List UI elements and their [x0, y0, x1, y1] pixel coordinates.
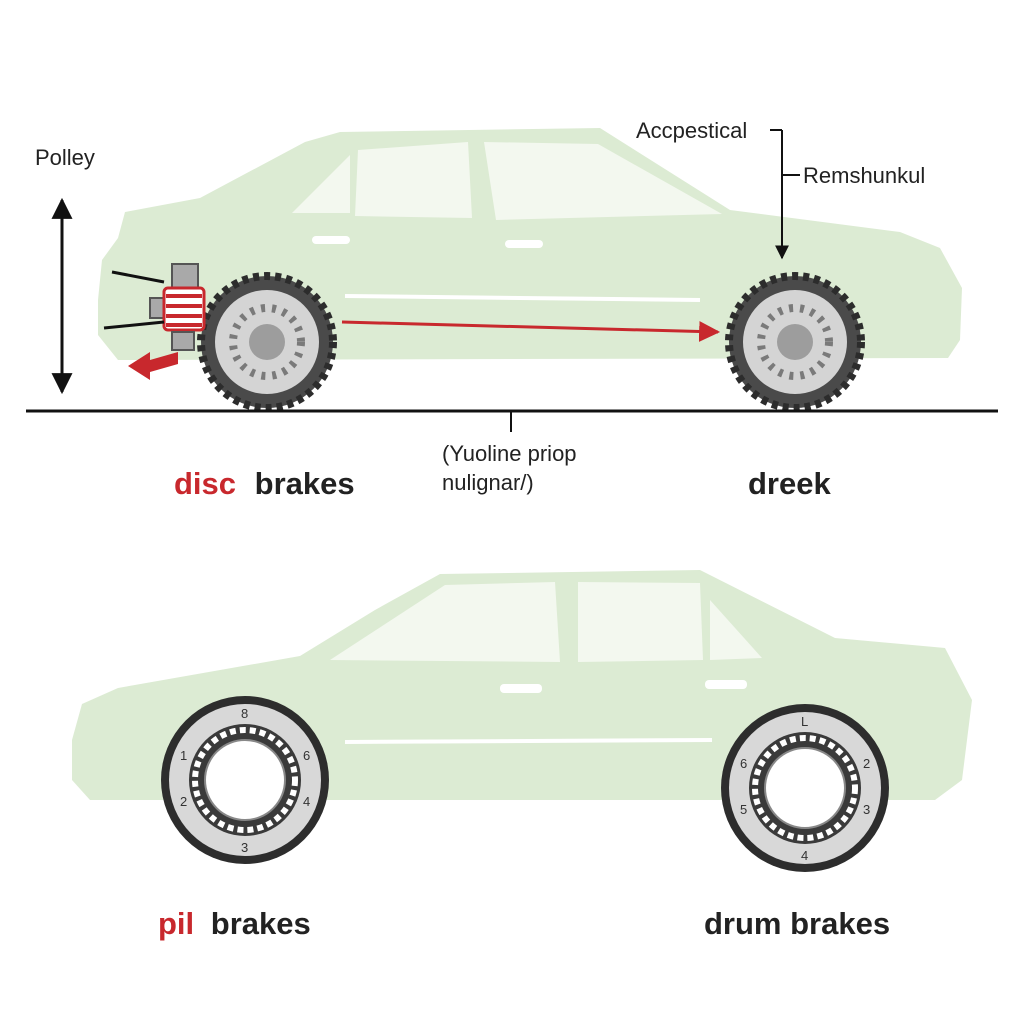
disc-caliper	[103, 263, 206, 351]
bottom-car-body-line	[344, 738, 713, 744]
top-car-window-front	[292, 155, 350, 213]
top-car-door-handle-2	[505, 240, 543, 248]
caption-pil-brakes: pil brakes	[158, 906, 311, 941]
right-drum-number-1: L	[801, 714, 808, 729]
right-drum-number-5: 5	[740, 802, 747, 817]
top-car	[98, 128, 962, 412]
label-accpestical: Accpestical	[636, 118, 747, 143]
bottom-car: 8 6 4 3 2 1 L 2 3 4 5 6	[72, 570, 972, 872]
middle-note-line1: (Yuoline priop	[442, 441, 577, 466]
caption-dreek: dreek	[748, 466, 831, 501]
caption-disc-brakes: disc brakes	[174, 466, 355, 501]
bottom-car-door-handle-2	[705, 680, 747, 689]
caption-disc-rest: brakes	[255, 466, 355, 501]
right-drum-number-3: 3	[863, 802, 870, 817]
caliper-arrow-icon	[128, 352, 178, 380]
bottom-car-window-front	[330, 582, 560, 662]
right-drum-number-2: 2	[863, 756, 870, 771]
bottom-car-door-handle-1	[500, 684, 542, 693]
left-drum-number-1: 8	[241, 706, 248, 721]
left-drum-number-2: 6	[303, 748, 310, 763]
bottom-car-window-middle	[578, 582, 703, 662]
top-car-door-handle-1	[312, 236, 350, 244]
label-remshunkul: Remshunkul	[803, 163, 925, 188]
right-drum-number-6: 6	[740, 756, 747, 771]
caption-drum-brakes: drum brakes	[704, 906, 890, 941]
caption-pil-rest: brakes	[211, 906, 311, 941]
bottom-left-wheel: 8 6 4 3 2 1	[161, 696, 329, 864]
label-polley: Polley	[35, 145, 95, 170]
middle-note-line2: nulignar/)	[442, 470, 534, 495]
top-car-window-middle	[355, 142, 472, 218]
bottom-right-wheel: L 2 3 4 5 6	[721, 704, 889, 872]
left-drum-number-5: 2	[180, 794, 187, 809]
annotation-bracket	[770, 129, 800, 260]
top-car-body-line	[344, 294, 701, 302]
left-drum-number-3: 4	[303, 794, 310, 809]
caption-disc-accent: disc	[174, 466, 236, 501]
bottom-car-window-rear	[710, 600, 762, 660]
left-drum-number-6: 1	[180, 748, 187, 763]
caption-pil-accent: pil	[158, 906, 194, 941]
top-left-wheel	[197, 272, 337, 412]
direction-arrow-icon	[341, 320, 721, 342]
right-drum-number-4: 4	[801, 848, 808, 863]
top-car-window-rear	[484, 142, 722, 220]
left-drum-number-4: 3	[241, 840, 248, 855]
top-right-wheel	[725, 272, 865, 412]
